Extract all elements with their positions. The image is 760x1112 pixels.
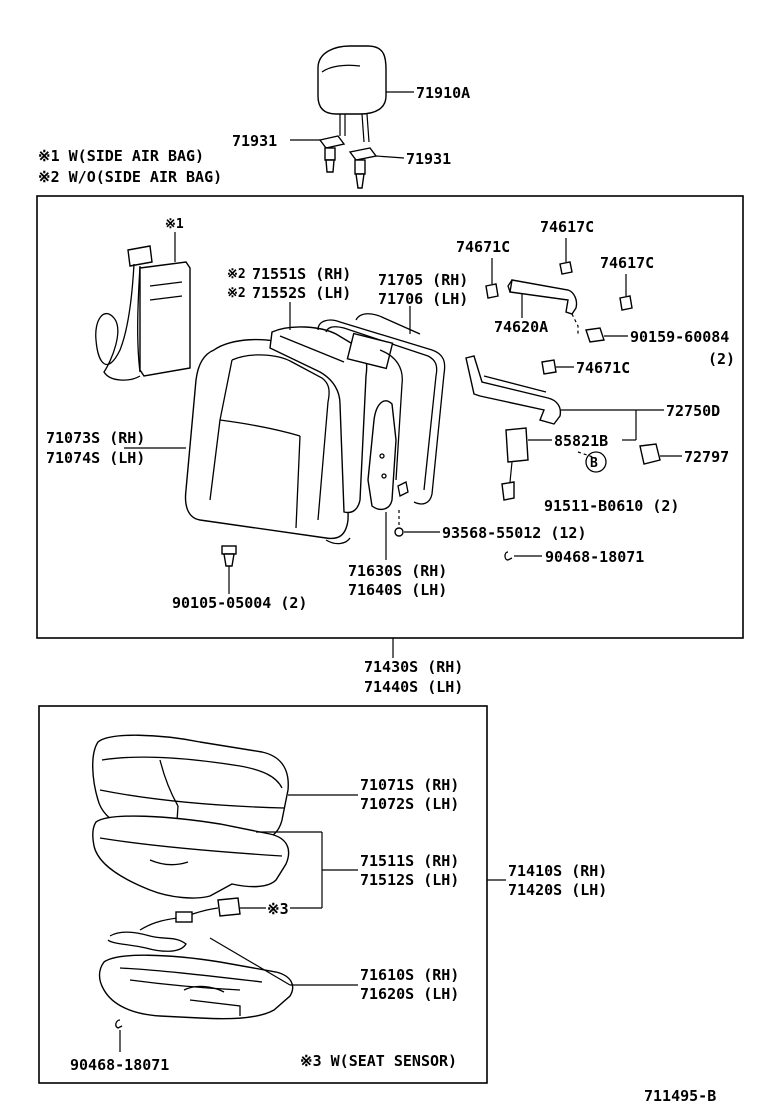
- hook-90468-lower-drawing: [115, 1019, 123, 1029]
- diagram-id: 711495-B: [644, 1087, 716, 1105]
- part-71071S: 71071S (RH): [360, 776, 459, 794]
- part-90468-18071-upper: 90468-18071: [545, 548, 644, 566]
- part-71512S: 71512S (LH): [360, 871, 459, 889]
- knob-85821B-drawing: [501, 427, 529, 501]
- mark-2-b: ※2: [227, 286, 246, 301]
- seat-cushion-assembly-box: [38, 705, 488, 1084]
- part-71931-left: 71931: [232, 132, 277, 150]
- part-74671C-lower: 74671C: [576, 359, 630, 377]
- part-71610S: 71610S (RH): [360, 966, 459, 984]
- note-w-seat-sensor: ※3 W(SEAT SENSOR): [300, 1052, 457, 1070]
- part-90105-05004: 90105-05004 (2): [172, 594, 307, 612]
- hook-90468-drawing: [504, 551, 513, 561]
- part-71551S: 71551S (RH): [252, 265, 351, 283]
- mark-2-a: ※2: [227, 267, 246, 282]
- reference-b-label: B: [590, 456, 598, 471]
- part-74617C-upper: 74617C: [540, 218, 594, 236]
- part-74617C-right: 74617C: [600, 254, 654, 272]
- bracket-74620A-drawing: [507, 279, 578, 315]
- part-71073S: 71073S (RH): [46, 429, 145, 447]
- note-wo-side-air-bag: ※2 W/O(SIDE AIR BAG): [38, 168, 222, 186]
- seat-sensor-wire-drawing: [107, 897, 241, 952]
- mark-3: ※3: [267, 900, 289, 918]
- clip-93568-drawing: [394, 481, 409, 537]
- headrest-support-drawing: [318, 135, 378, 189]
- seatback-board-drawing: [367, 400, 397, 511]
- part-71630S: 71630S (RH): [348, 562, 447, 580]
- seatback-cover-drawing: [184, 338, 352, 545]
- part-71640S: 71640S (LH): [348, 581, 447, 599]
- part-71440S: 71440S (LH): [364, 678, 463, 696]
- part-85821B: 85821B: [554, 432, 608, 450]
- clip-74617C-right-drawing: [619, 295, 633, 311]
- part-93568-55012: 93568-55012 (12): [442, 524, 587, 542]
- cushion-pad-drawing: [91, 815, 290, 899]
- reference-circle-b: [585, 451, 607, 473]
- part-74620A: 74620A: [494, 318, 548, 336]
- part-71072S: 71072S (LH): [360, 795, 459, 813]
- part-71910A: 71910A: [416, 84, 470, 102]
- part-71705: 71705 (RH): [378, 271, 468, 289]
- seatback-pad-drawing: [269, 326, 368, 514]
- seatback-frame-drawing: [317, 313, 446, 505]
- cap-72797-drawing: [639, 443, 661, 465]
- part-71706: 71706 (LH): [378, 290, 468, 308]
- clip-74671C-lower-drawing: [541, 359, 557, 375]
- part-91511-B0610: 91511-B0610 (2): [544, 497, 679, 515]
- clip-74671C-upper-drawing: [485, 283, 499, 299]
- seatback-assembly-box: [36, 195, 744, 639]
- part-71074S: 71074S (LH): [46, 449, 145, 467]
- part-71420S: 71420S (LH): [508, 881, 607, 899]
- side-air-bag-drawing: ※1: [95, 217, 191, 381]
- part-71620S: 71620S (LH): [360, 985, 459, 1003]
- cushion-cover-drawing: [92, 734, 289, 842]
- note-w-side-air-bag: ※1 W(SIDE AIR BAG): [38, 147, 204, 165]
- part-90159-qty: (2): [708, 350, 735, 368]
- part-74671C-upper: 74671C: [456, 238, 510, 256]
- part-72797: 72797: [684, 448, 729, 466]
- bolt-90105-drawing: [221, 545, 237, 567]
- headrest-drawing: [317, 45, 387, 143]
- bolt-90159-drawing: [585, 327, 605, 343]
- part-71410S: 71410S (RH): [508, 862, 607, 880]
- part-72750D: 72750D: [666, 402, 720, 420]
- cushion-frame-drawing: [98, 954, 294, 1020]
- part-71931-right: 71931: [406, 150, 451, 168]
- part-90468-18071-lower: 90468-18071: [70, 1056, 169, 1074]
- part-71552S: 71552S (LH): [252, 284, 351, 302]
- clip-74617C-upper-drawing: [559, 261, 573, 275]
- bracket-72750D-drawing: [465, 355, 562, 425]
- part-71511S: 71511S (RH): [360, 852, 459, 870]
- mark-1: ※1: [165, 217, 184, 232]
- part-90159-60084: 90159-60084: [630, 328, 729, 346]
- part-71430S: 71430S (RH): [364, 658, 463, 676]
